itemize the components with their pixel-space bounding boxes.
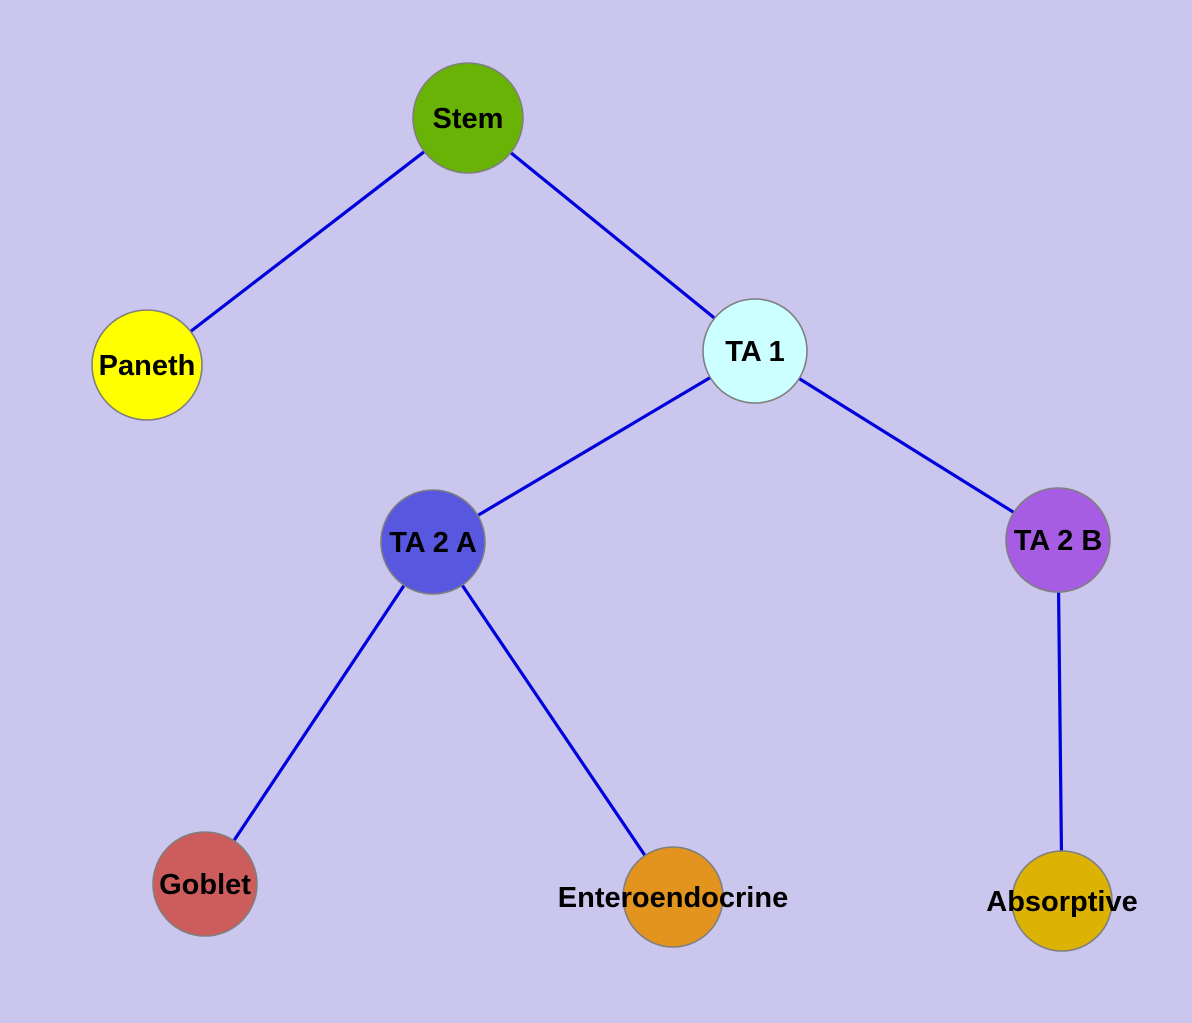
edge-ta2a-enteroendocrine <box>431 541 675 898</box>
edge-ta1-ta2a <box>432 349 756 544</box>
node-ta1 <box>702 298 808 404</box>
node-stem <box>412 62 524 174</box>
edge-stem-paneth <box>146 116 469 367</box>
edge-ta1-ta2b <box>754 349 1059 542</box>
node-ta2b <box>1005 487 1111 593</box>
node-goblet <box>152 831 258 937</box>
node-paneth <box>91 309 203 421</box>
edge-ta2a-goblet <box>203 541 435 885</box>
node-ta2a <box>380 489 486 595</box>
edge-ta2b-absorptive <box>1056 539 1064 902</box>
node-enteroendocrine <box>622 846 724 948</box>
edge-stem-ta1 <box>466 116 757 353</box>
node-absorptive <box>1011 850 1113 952</box>
